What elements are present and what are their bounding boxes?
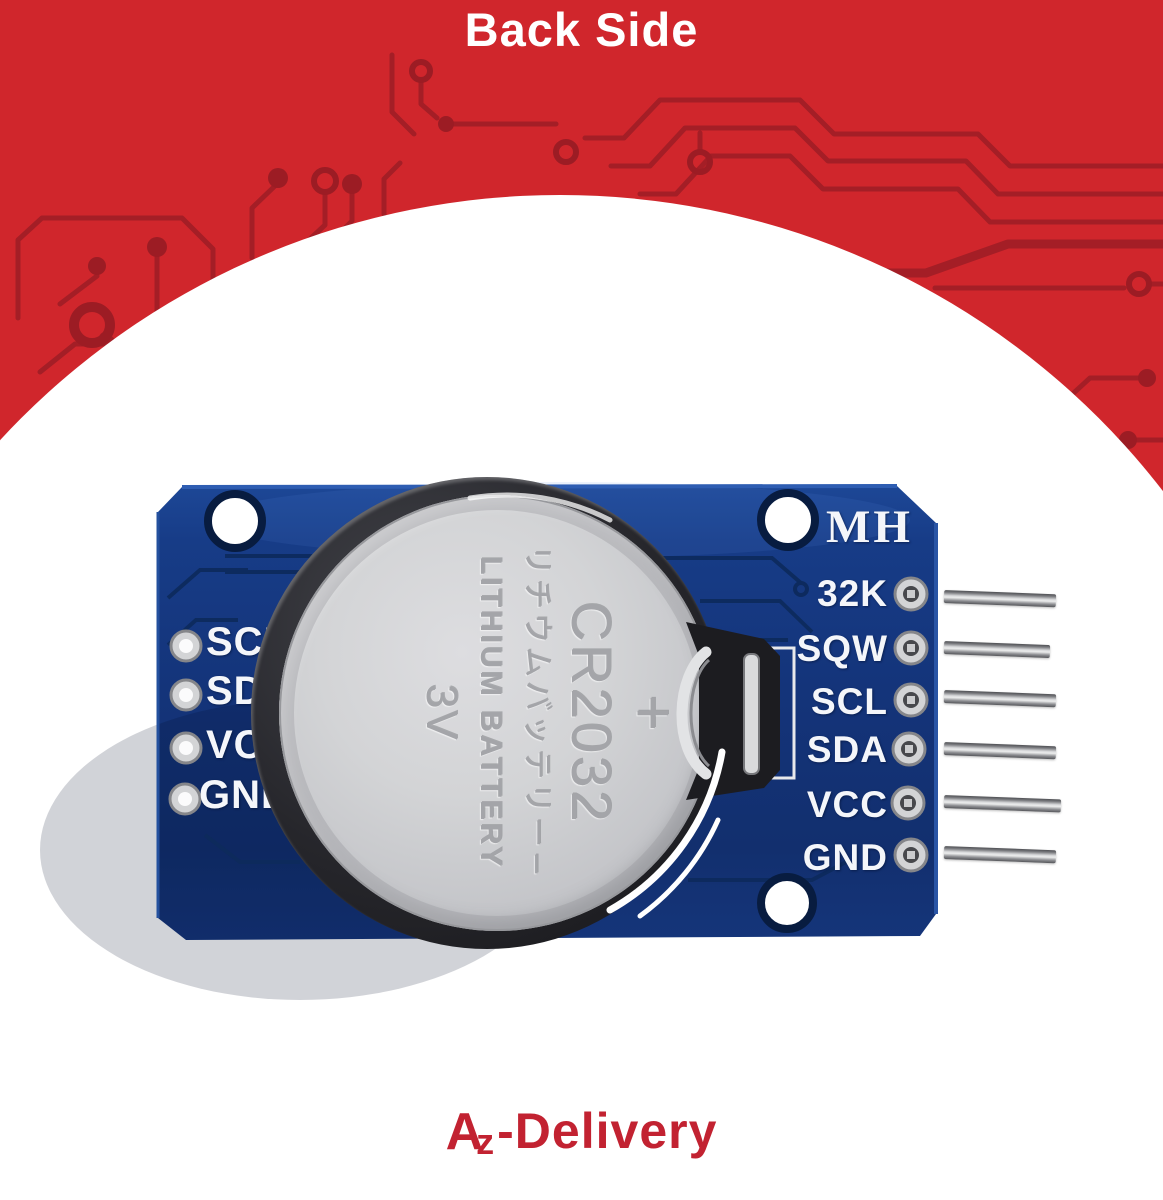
left-pin-holes [168,629,203,816]
pin-label-right-vcc: VCC [806,784,888,825]
clip-spring-contact [676,646,712,780]
logo-text: -Delivery [497,1103,718,1159]
circuit-trace-pattern [15,52,1163,449]
pin-label-right-sda: SDA [806,729,888,770]
logo-letter-a: A [445,1103,484,1161]
logo-letter-z: z [476,1121,495,1162]
via-ring [793,581,809,597]
right-pin-holes [890,576,929,873]
pin-label-right-gnd: GND [802,837,888,878]
battery-reflection-arc [606,748,726,914]
azdelivery-logo: A z -Delivery [0,1103,1163,1162]
coin-cell-battery: + CR2032 リチウムバッテリー− LITHIUM BATTERY 3V [279,495,715,931]
mounting-holes [204,489,819,933]
pcb-brand-logo: MH [826,501,913,553]
page-title: Back Side [464,3,699,56]
pin-label-right-scl: SCL [811,681,888,722]
clip-contact-bar [743,653,760,775]
battery-top-glint [467,492,613,523]
pin-label-right-sqw: SQW [796,628,888,669]
pin-label-right-32k: 32K [817,573,888,614]
